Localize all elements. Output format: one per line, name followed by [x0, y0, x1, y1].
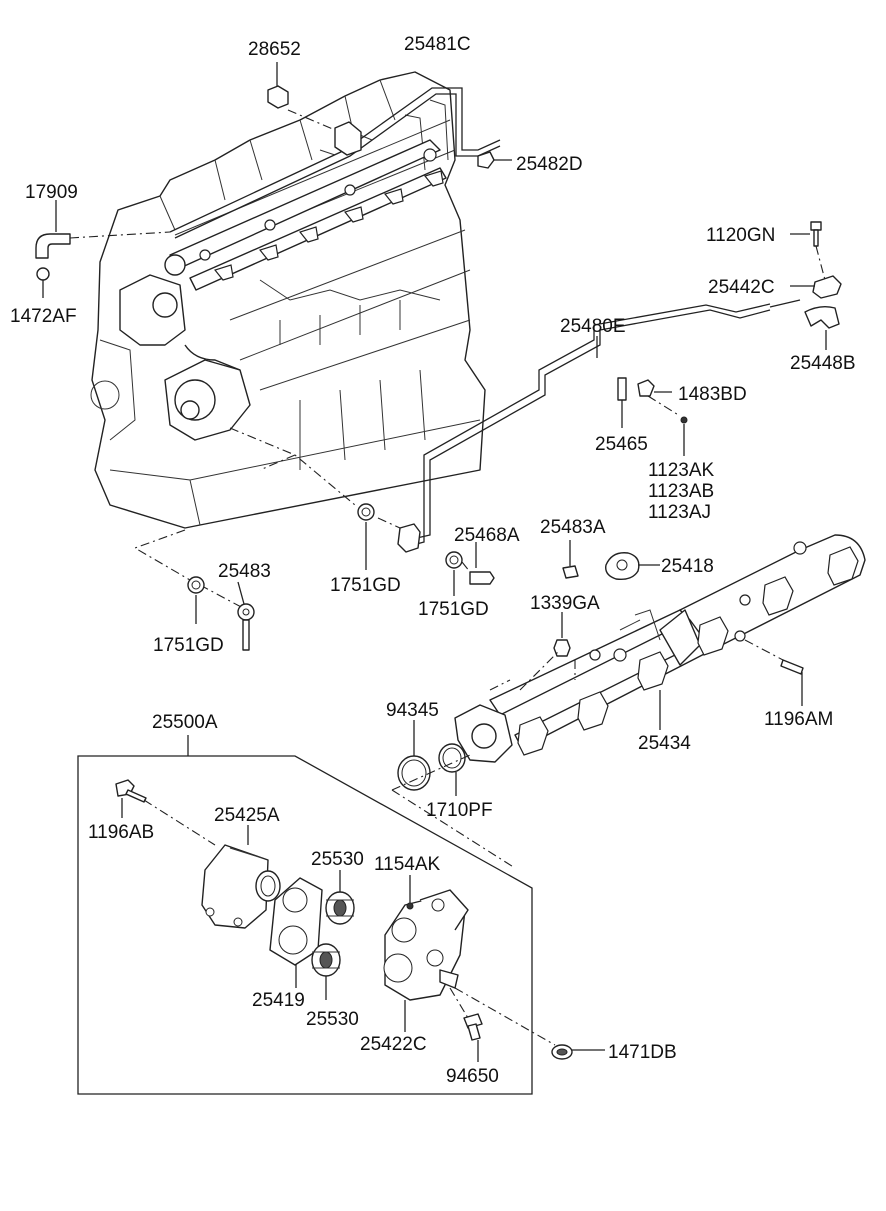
leader-1123-dash [647, 395, 681, 417]
label-25483: 25483 [218, 561, 271, 582]
label-25530-b: 25530 [306, 1009, 359, 1030]
label-1483bd: 1483BD [678, 384, 747, 405]
label-1339ga: 1339GA [530, 593, 600, 614]
label-1123aj: 1123AJ [648, 502, 711, 523]
bolt-1196ab [115, 779, 147, 803]
dash-engine-5 [377, 517, 401, 529]
dash-box-top [391, 789, 516, 869]
label-25482d: 25482D [516, 154, 583, 175]
bracket-25448b [804, 305, 840, 329]
label-25422c: 25422C [360, 1034, 427, 1055]
label-1472af: 1472AF [10, 306, 77, 327]
label-1751gd-a: 1751GD [330, 575, 401, 596]
label-25419: 25419 [252, 990, 305, 1011]
label-17909: 17909 [25, 182, 78, 203]
dash-25468a [461, 561, 471, 573]
assembly-box [77, 755, 533, 1095]
label-25448b: 25448B [790, 353, 856, 374]
label-1196ab: 1196AB [88, 822, 154, 843]
label-25483a: 25483A [540, 517, 606, 538]
dash-rings [391, 754, 471, 791]
gasket-25419 [269, 877, 323, 966]
dash-engine-2 [259, 454, 296, 471]
nut-1339ga [553, 639, 571, 657]
label-25425a: 25425A [214, 805, 280, 826]
label-1123ab: 1123AB [648, 481, 714, 502]
label-25530-a: 25530 [311, 849, 364, 870]
dash-engine-4 [199, 584, 244, 609]
dash-1196ab [143, 799, 216, 846]
dash-94650 [449, 987, 469, 1019]
label-94345: 94345 [386, 700, 439, 721]
bolt-1120gn [810, 221, 822, 247]
clip-25482d [477, 151, 495, 169]
pipe-25480e [397, 299, 801, 553]
bolt-1154ak [406, 902, 414, 910]
clamp-28652 [267, 85, 289, 109]
housing-25425a [201, 844, 281, 929]
eye-bolt-25483 [237, 603, 255, 651]
bolt-1196am [780, 659, 804, 675]
bracket-25442c [812, 275, 842, 299]
leader-28652-dash [287, 109, 336, 131]
thermostat-25530-b [311, 943, 341, 977]
plug-1472af [36, 267, 50, 281]
leader-25483 [237, 581, 245, 605]
bolt-25468a [469, 571, 495, 585]
label-25468a: 25468A [454, 525, 520, 546]
sensor-94650 [463, 1013, 483, 1041]
label-1154ak: 1154AK [374, 854, 441, 875]
label-1710pf: 1710PF [426, 800, 493, 821]
hose-17909 [35, 233, 71, 259]
clip-1483bd [637, 379, 655, 397]
label-25434: 25434 [638, 733, 691, 754]
clamp-1471db [551, 1044, 573, 1060]
label-1196am: 1196AM [764, 709, 833, 730]
engine-block [90, 71, 486, 529]
label-25418: 25418 [661, 556, 714, 577]
label-1120gn: 1120GN [706, 225, 775, 246]
manifold-25434 [454, 534, 866, 763]
clamp-28652-installed [334, 121, 362, 156]
label-25500a: 25500A [152, 712, 218, 733]
label-25481c: 25481C [404, 34, 471, 55]
dash-manifold [489, 649, 576, 691]
label-1471db: 1471DB [608, 1042, 677, 1063]
label-1751gd-c: 1751GD [153, 635, 224, 656]
label-25465: 25465 [595, 434, 648, 455]
housing-25422c [383, 889, 469, 1001]
dash-1471db [454, 987, 556, 1046]
clip-25483a [562, 565, 579, 579]
dash-engine-3 [133, 529, 191, 581]
label-25480e: 25480E [560, 316, 626, 337]
leader-1120gn-dash [815, 245, 826, 281]
leader-17909-dash [69, 231, 171, 239]
bolt-1123 [680, 416, 688, 424]
bracket-25465 [617, 377, 627, 401]
thermostat-25530-a [325, 891, 355, 925]
gasket-25418 [605, 552, 640, 581]
label-25442c: 25442C [708, 277, 775, 298]
dash-1196am [744, 639, 784, 661]
label-1123ak: 1123AK [648, 460, 715, 481]
label-94650: 94650 [446, 1066, 499, 1087]
label-28652: 28652 [248, 39, 301, 60]
label-1751gd-b: 1751GD [418, 599, 489, 620]
